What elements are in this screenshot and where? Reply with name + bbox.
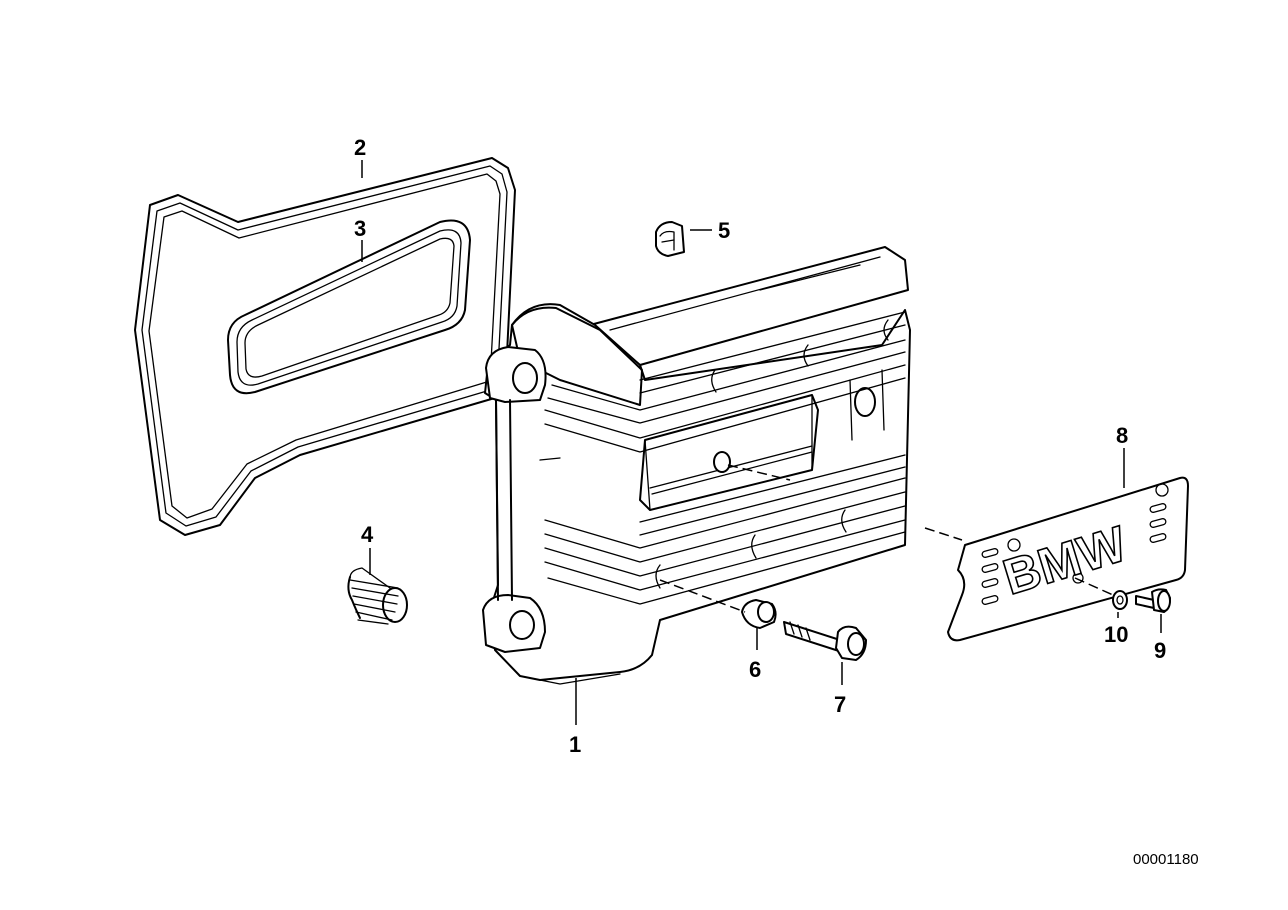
part-6-sleeve — [741, 599, 777, 629]
assembly-lines — [659, 464, 1114, 613]
callout-2: 2 — [354, 135, 366, 160]
callout-6: 6 — [749, 657, 761, 682]
callout-5: 5 — [718, 218, 730, 243]
part-3-inner-gasket — [227, 219, 471, 395]
callout-8: 8 — [1116, 423, 1128, 448]
leader-lines — [361, 160, 1162, 725]
callout-9: 9 — [1154, 638, 1166, 663]
callout-labels: 2 3 5 4 8 6 7 1 10 9 — [354, 135, 1166, 757]
callout-10: 10 — [1104, 622, 1128, 647]
callout-7: 7 — [834, 692, 846, 717]
part-5-plug — [655, 221, 685, 257]
callout-4: 4 — [361, 522, 374, 547]
part-7-bolt — [783, 621, 867, 661]
diagram-reference-number: 00001180 — [1133, 851, 1199, 868]
part-1-valve-cover — [482, 246, 911, 685]
part-4-spring — [347, 567, 408, 625]
part-10-washer — [1112, 590, 1128, 610]
callout-1: 1 — [569, 732, 581, 757]
callout-3: 3 — [354, 216, 366, 241]
part-8-badge-plate: BMW — [947, 476, 1189, 642]
part-2-outer-gasket — [134, 157, 516, 536]
part-9-screw — [1135, 588, 1171, 613]
